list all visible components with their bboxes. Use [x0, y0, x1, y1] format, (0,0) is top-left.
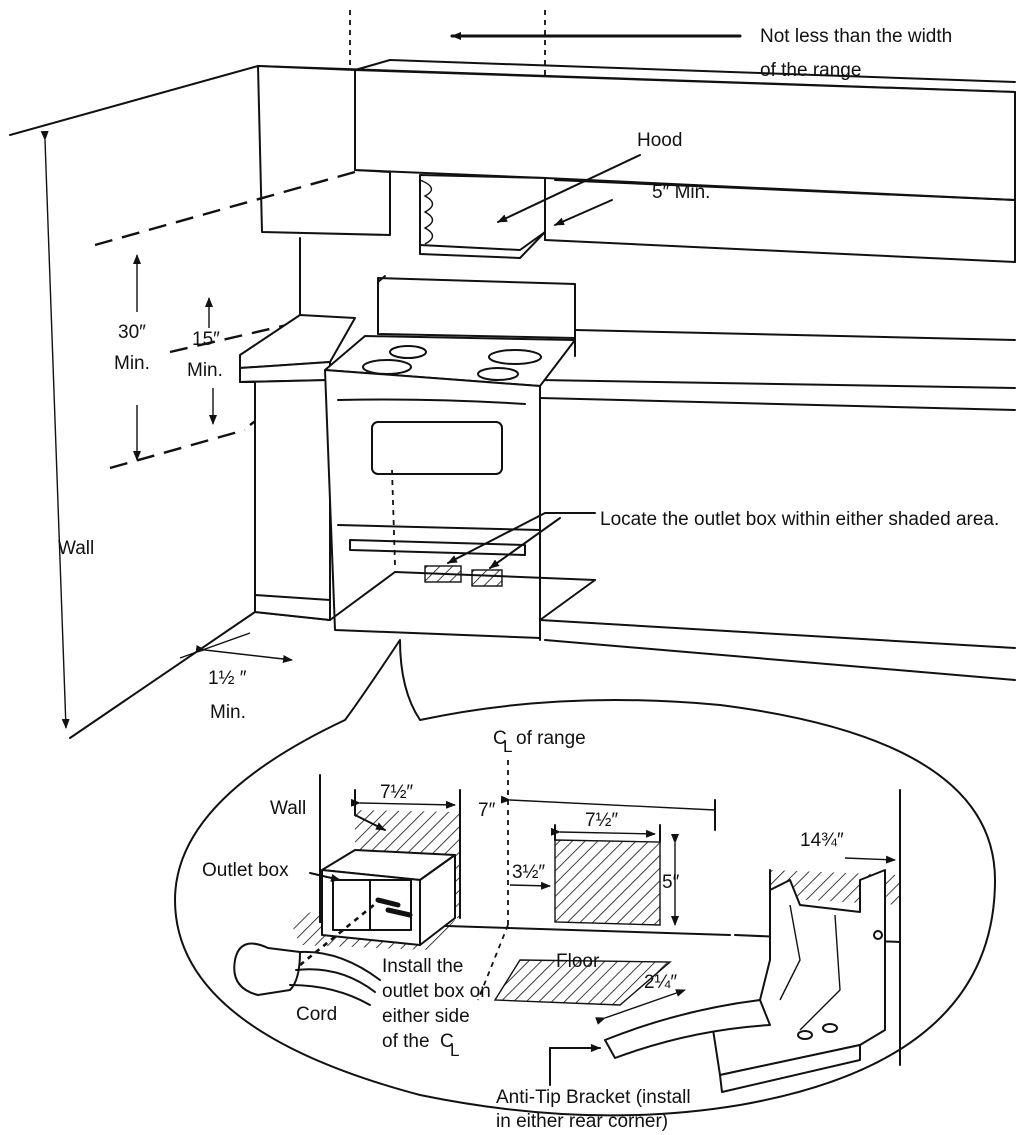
floor-gap-min-label: Min.: [210, 702, 246, 723]
range-backguard: [377, 275, 576, 339]
range-body: [324, 369, 541, 639]
clearance-30-min-label: Min.: [114, 353, 150, 374]
dim-2-25: 2¼″: [644, 972, 677, 993]
upper-cabinet-soffit: [354, 69, 1016, 201]
install-note-line3: either side: [382, 1006, 470, 1027]
of-range-label: of range: [516, 728, 586, 749]
width-note-line2: of the range: [760, 60, 861, 81]
install-note-line2: outlet box on: [382, 981, 491, 1002]
install-centerline-letter: C: [440, 1031, 454, 1052]
anti-tip-note-line1: Anti-Tip Bracket (install: [496, 1087, 691, 1108]
install-note-line1: Install the: [382, 956, 463, 977]
floor-gap-label: 1½ ″: [208, 668, 247, 689]
floor-label: Floor: [556, 951, 600, 972]
detail-cord: [233, 898, 381, 1006]
width-note-line1: Not less than the width: [760, 26, 952, 47]
centerline-subscript: L: [503, 737, 512, 756]
clearance-15-min-label: Min.: [187, 360, 223, 381]
top-centerlines: [349, 10, 546, 80]
dim-3-5: 3½″: [512, 862, 545, 883]
dim-7: 7″: [478, 800, 496, 821]
outlet-location-note: Locate the outlet box within either shad…: [600, 509, 999, 530]
upper-cabinet-left: [257, 59, 1016, 236]
dim-5: 5″: [662, 872, 680, 893]
hood-depth-arrows: [497, 154, 641, 226]
install-centerline-subscript: L: [450, 1041, 459, 1060]
dim-7-5-right: 7½″: [585, 810, 618, 831]
right-counter: [539, 321, 1016, 681]
range-hood: [419, 174, 546, 259]
left-counter-and-cabinet: [239, 237, 356, 621]
detail-hatched-wall-right: [493, 795, 716, 1025]
cord-label: Cord: [296, 1004, 337, 1025]
detail-wall-label: Wall: [270, 798, 306, 819]
centerline-letter: C: [493, 728, 507, 749]
clearance-30-label: 30″: [118, 322, 146, 343]
outlet-shaded-areas: [424, 512, 596, 587]
outlet-box-label: Outlet box: [202, 860, 289, 881]
hood-min-label: 5″ Min.: [652, 182, 710, 203]
wall-height-dimension: [40, 130, 70, 729]
floor-gap-dimension: [179, 632, 293, 663]
clearance-15-label: 15″: [192, 329, 220, 350]
install-note-line4: of the: [382, 1031, 430, 1052]
detail-anti-tip-bracket: [549, 869, 886, 1093]
hood-label: Hood: [637, 130, 682, 151]
wall-label: Wall: [58, 538, 94, 559]
anti-tip-note-line2: in either rear corner): [496, 1111, 668, 1132]
dim-7-5-left: 7½″: [380, 782, 413, 803]
clearance-15-dimension: [205, 297, 217, 425]
dim-14-75: 14¾″: [800, 830, 844, 851]
